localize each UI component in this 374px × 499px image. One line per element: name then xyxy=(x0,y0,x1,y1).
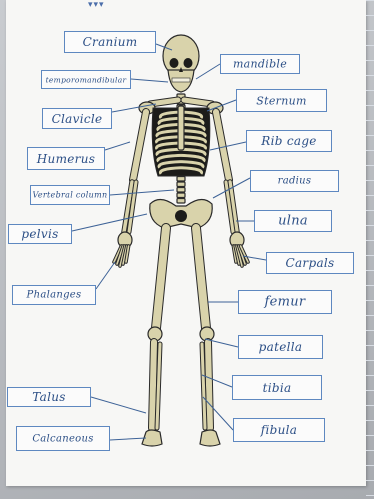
label-vertebral-column-text: Vertebral column xyxy=(31,191,109,200)
label-pelvis: pelvis xyxy=(8,224,72,244)
label-calcaneous: Calcaneous xyxy=(16,426,110,451)
label-ulna: ulna xyxy=(254,210,332,232)
label-patella-text: patella xyxy=(239,340,322,354)
label-tibia-text: tibia xyxy=(233,381,321,395)
humerus-left xyxy=(133,112,146,180)
label-fibula-text: fibula xyxy=(234,423,324,437)
label-mandible-text: mandible xyxy=(221,58,299,71)
leader-line-pelvis xyxy=(72,214,147,231)
label-mandible: mandible xyxy=(220,54,300,74)
leader-line-phalanges xyxy=(96,262,115,289)
tibia-left xyxy=(152,342,154,428)
tibia-right xyxy=(208,342,210,428)
label-temporomandibular: temporomandibular xyxy=(41,70,131,89)
label-humerus: Humerus xyxy=(27,147,105,170)
label-temporomandibular-text: temporomandibular xyxy=(42,75,130,84)
label-phalanges-text: Phalanges xyxy=(13,290,95,301)
skeleton-figure xyxy=(114,35,248,446)
label-cranium-text: Cranium xyxy=(65,35,155,49)
leader-line-talus xyxy=(91,397,146,413)
label-tibia: tibia xyxy=(232,375,322,400)
leader-line-humerus xyxy=(105,142,130,150)
label-femur-text: femur xyxy=(239,295,331,310)
label-femur: femur xyxy=(238,290,332,314)
femur-left xyxy=(156,228,166,328)
label-patella: patella xyxy=(238,335,323,359)
leader-line-mandible xyxy=(196,64,220,79)
label-carpals: Carpals xyxy=(266,252,354,274)
label-sternum-text: Sternum xyxy=(237,94,326,107)
teeth xyxy=(172,78,190,82)
leader-line-calcaneous xyxy=(110,438,146,440)
vertebra xyxy=(177,182,185,187)
foot-right xyxy=(200,430,220,446)
label-radius-text: radius xyxy=(251,176,338,187)
label-fibula: fibula xyxy=(233,418,325,442)
vertebra xyxy=(177,193,185,198)
label-humerus-text: Humerus xyxy=(28,152,104,166)
label-talus: Talus xyxy=(7,387,91,407)
pelvic-inlet xyxy=(175,210,187,222)
label-carpals-text: Carpals xyxy=(267,256,353,270)
label-pelvis-text: pelvis xyxy=(9,227,71,241)
label-cranium: Cranium xyxy=(64,31,156,53)
eye-socket-left xyxy=(170,58,179,68)
vertebra xyxy=(177,188,185,193)
femur-right xyxy=(196,228,206,328)
label-clavicle-text: Clavicle xyxy=(43,112,111,126)
leader-line-vertebral-column xyxy=(110,190,174,195)
label-talus-text: Talus xyxy=(8,390,90,404)
label-ulna-text: ulna xyxy=(255,214,331,229)
sternum-bone xyxy=(178,106,184,150)
label-vertebral-column: Vertebral column xyxy=(30,185,110,205)
vertebra xyxy=(177,177,185,182)
vertebra xyxy=(177,199,185,204)
label-clavicle: Clavicle xyxy=(42,108,112,129)
label-radius: radius xyxy=(250,170,339,192)
eye-socket-right xyxy=(184,58,193,68)
label-sternum: Sternum xyxy=(236,89,327,112)
label-ribcage-text: Rib cage xyxy=(247,134,331,148)
leader-line-temporomandibular xyxy=(131,79,168,82)
leader-line-ribcage xyxy=(210,142,246,150)
label-ribcage: Rib cage xyxy=(246,130,332,152)
label-calcaneous-text: Calcaneous xyxy=(17,433,109,444)
label-phalanges: Phalanges xyxy=(12,285,96,305)
